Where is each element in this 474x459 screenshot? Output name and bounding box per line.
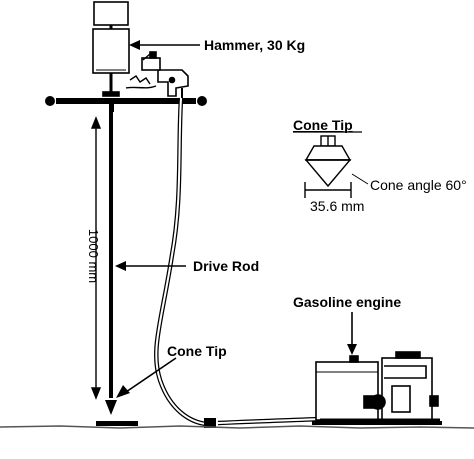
hammer-assembly [92, 1, 189, 98]
hose-coupling [204, 418, 216, 428]
plate-knob-right [197, 96, 207, 106]
plate-knob-left [45, 96, 55, 106]
hammer-label: Hammer, 30 Kg [204, 37, 305, 53]
cone-tip-title: Cone Tip [293, 117, 353, 133]
drive-rod-label: Drive Rod [193, 258, 259, 274]
drive-rod [105, 104, 117, 415]
ground-plate-right [312, 421, 442, 425]
rod-cone-tip [105, 400, 117, 415]
cone-angle-label: Cone angle 60° [370, 177, 467, 193]
gasoline-engine [315, 351, 440, 422]
base-plate [45, 96, 207, 106]
ground [0, 421, 474, 429]
cone-tip-detail [304, 135, 369, 198]
hammer-body [92, 28, 130, 74]
cone-tip-bottom-label: Cone Tip [167, 343, 227, 359]
hose [154, 97, 321, 428]
cone-diameter-label: 35.6 mm [310, 198, 364, 214]
anvil [102, 91, 120, 97]
ground-plate-left [96, 421, 138, 426]
gasoline-engine-label: Gasoline engine [293, 294, 401, 310]
rod-length-label: 1000 mm [86, 229, 101, 283]
engine-tank [315, 361, 379, 421]
rod-length-dimension [90, 116, 102, 400]
callout-arrows [115, 40, 357, 398]
cone-upper [304, 145, 352, 161]
cone-lower [304, 159, 352, 188]
hammer-top-block [93, 1, 129, 26]
